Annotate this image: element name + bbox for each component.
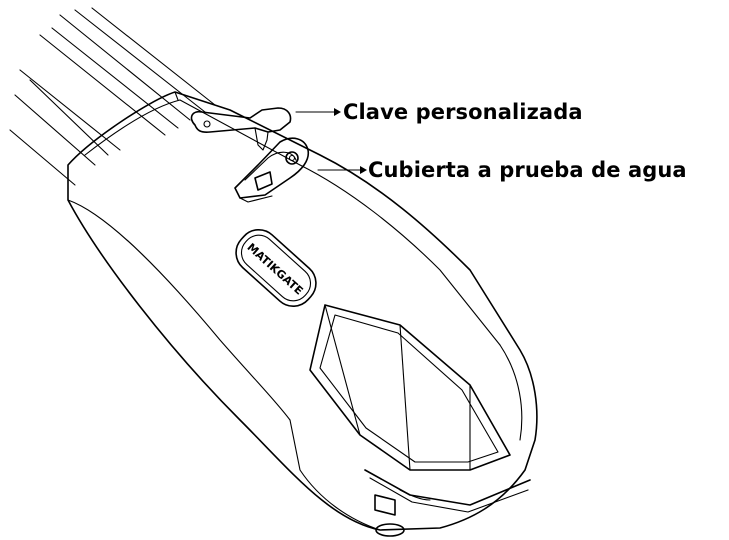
custom-key-label: Clave personalizada: [343, 100, 583, 124]
waterproof-cover-label: Cubierta a prueba de agua: [368, 158, 687, 182]
logo-badge: MATIKGATE: [235, 228, 317, 308]
rear-rails: [9, 7, 216, 186]
callout-arrows: [295, 108, 367, 174]
logo-brand: MATIKGATE: [244, 241, 305, 298]
arrow-head-icon: [334, 108, 341, 116]
housing-body: [67, 91, 538, 531]
custom-key-illustration: [190, 107, 292, 151]
arrow-head-icon: [360, 166, 367, 174]
end-cap: [364, 469, 531, 537]
waterproof-cover-illustration: [234, 137, 310, 203]
front-panel: [309, 304, 511, 471]
